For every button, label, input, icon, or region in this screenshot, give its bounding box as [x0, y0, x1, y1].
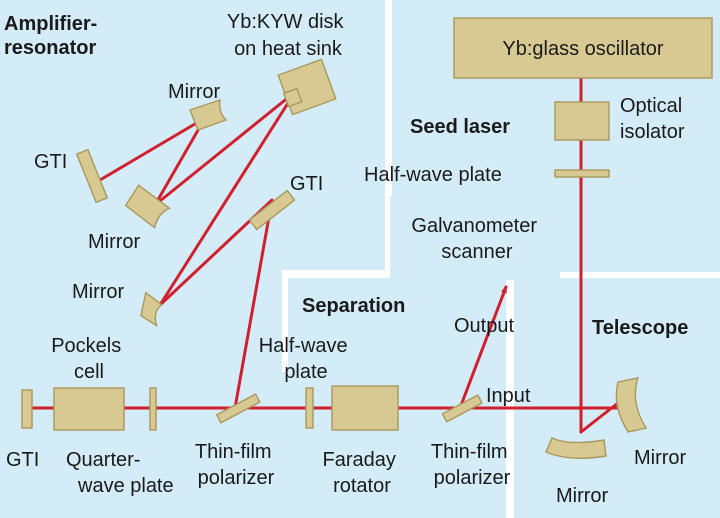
label-gti-left: GTI — [34, 151, 67, 173]
labels: Amplifier- resonator Seed laser Separati… — [4, 11, 688, 507]
label-input: Input — [486, 385, 531, 407]
label-mirror-tele-bottom: Mirror — [556, 485, 609, 507]
beam-amplifier-lower — [158, 90, 297, 410]
label-mirror-low: Mirror — [72, 281, 125, 303]
gti-left — [75, 148, 109, 204]
half-wave-plate-amp — [305, 387, 314, 429]
label-thin-film-1: Thin-film polarizer — [195, 441, 277, 489]
pockels-cell — [53, 387, 125, 431]
thin-film-polarizer-2 — [441, 394, 483, 423]
label-faraday: Faraday rotator — [323, 449, 402, 497]
mirror-top — [189, 98, 228, 131]
label-pockels: Pockels cell — [51, 335, 127, 383]
section-separation: Separation — [302, 295, 405, 317]
label-gti-bottom: GTI — [6, 449, 39, 471]
disk-on-heat-sink — [277, 58, 337, 116]
thin-film-polarizer-1 — [215, 393, 261, 424]
mirror-low — [140, 291, 163, 328]
label-disk: Yb:KYW disk on heat sink — [227, 11, 349, 60]
label-isolator: Optical isolator — [620, 95, 688, 143]
beam-output — [458, 285, 508, 410]
half-wave-plate-seed — [554, 169, 610, 178]
label-output: Output — [454, 315, 514, 337]
label-gti-right: GTI — [290, 173, 323, 195]
label-thin-film-2: Thin-film polarizer — [431, 441, 513, 489]
label-half-wave-seed: Half-wave plate — [364, 164, 502, 186]
gti-right — [248, 189, 296, 231]
label-quarter-wave: Quarter- wave plate — [66, 449, 174, 497]
gti-bottom — [21, 389, 33, 429]
section-amplifier-resonator: Amplifier- resonator — [4, 13, 103, 59]
galvo-panel — [390, 196, 560, 280]
mirror-telescope-bottom — [545, 437, 607, 459]
label-mirror-top: Mirror — [168, 81, 221, 103]
label-mirror-tele-right: Mirror — [634, 447, 687, 469]
mirror-mid — [124, 184, 171, 229]
bottom-panel — [0, 372, 290, 518]
label-galvo: Galvanometer scanner — [411, 215, 542, 263]
mirror-telescope-right — [615, 377, 648, 433]
optics — [21, 17, 713, 459]
faraday-rotator — [331, 385, 399, 431]
section-seed-laser: Seed laser — [410, 116, 510, 138]
oscillator-box — [453, 17, 713, 79]
optical-isolator-box — [554, 101, 610, 141]
section-telescope: Telescope — [592, 317, 688, 339]
quarter-wave-plate — [149, 387, 157, 431]
label-half-wave-amp: Half-wave plate — [259, 335, 353, 383]
beam-amplifier-zigzag — [98, 90, 297, 207]
label-oscillator: Yb:glass oscillator — [502, 38, 664, 60]
label-mirror-mid: Mirror — [88, 231, 141, 253]
